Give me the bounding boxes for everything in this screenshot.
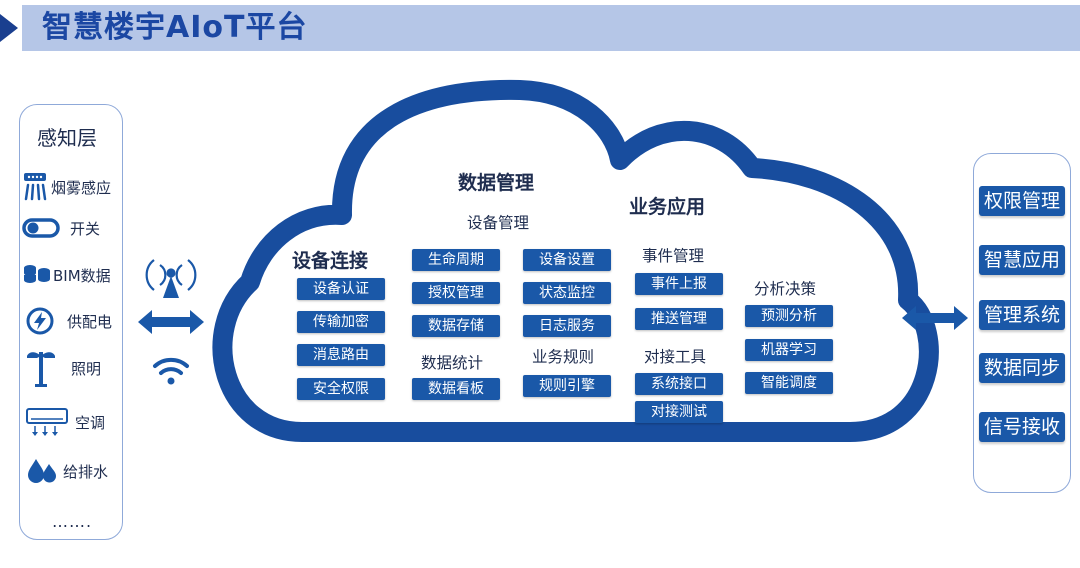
perception-item-smoke: 烟雾感应 [22, 171, 111, 203]
perception-more: ……. [52, 512, 93, 531]
perception-item-label: 开关 [70, 219, 101, 238]
perception-item-power: 供配电 [26, 307, 112, 335]
data-stats-title: 数据统计 [421, 354, 484, 372]
device-connect-title: 设备连接 [292, 250, 369, 272]
chip-data-dashboard: 数据看板 [412, 378, 500, 400]
header-diamond-icon [0, 14, 18, 42]
business-app-title: 业务应用 [629, 196, 706, 218]
header-bar [22, 5, 1080, 51]
chip-machine-learning: 机器学习 [745, 339, 833, 361]
chip-system-interface: 系统接口 [635, 373, 723, 395]
power-bolt-icon [26, 307, 54, 335]
chip-device-auth: 设备认证 [297, 278, 385, 300]
air-conditioner-icon [26, 408, 68, 436]
perception-item-label: 空调 [75, 413, 106, 432]
chip-transfer-encrypt: 传输加密 [297, 311, 385, 333]
chip-auth-manage: 授权管理 [412, 282, 500, 304]
biz-rules-title: 业务规则 [532, 348, 595, 366]
chip-security-permission: 安全权限 [297, 378, 385, 400]
perception-item-label: BIM数据 [53, 266, 111, 285]
chip-status-monitor: 状态监控 [523, 282, 611, 304]
perception-item-label: 供配电 [67, 312, 113, 331]
perception-item-label: 给排水 [63, 462, 109, 481]
chip-rule-engine: 规则引擎 [523, 375, 611, 397]
chip-smart-dispatch: 智能调度 [745, 372, 833, 394]
perception-item-label: 照明 [71, 359, 102, 378]
perception-item-switch: 开关 [22, 217, 100, 239]
perception-item-bim: BIM数据 [22, 263, 111, 287]
switch-toggle-icon [22, 218, 60, 238]
smoke-sensor-icon [24, 173, 47, 201]
analysis-decision-title: 分析决策 [754, 280, 817, 298]
antenna-signal-icon [145, 259, 197, 298]
chip-lifecycle: 生命周期 [412, 249, 500, 271]
perception-item-lighting: 照明 [24, 348, 101, 388]
right-item-signal-receive: 信号接收 [979, 412, 1065, 442]
chip-data-storage: 数据存储 [412, 315, 500, 337]
device-management-title: 设备管理 [467, 214, 530, 232]
chip-message-route: 消息路由 [297, 344, 385, 366]
chip-predictive-analysis: 预测分析 [745, 305, 833, 327]
chip-device-settings: 设备设置 [523, 249, 611, 271]
water-drops-icon [28, 459, 56, 483]
perception-item-label: 烟雾感应 [51, 178, 112, 197]
left-double-arrow [138, 310, 204, 334]
right-item-permission: 权限管理 [979, 186, 1065, 216]
right-item-data-sync: 数据同步 [979, 353, 1065, 383]
chip-event-report: 事件上报 [635, 273, 723, 295]
right-double-arrow [902, 306, 968, 330]
right-item-management: 管理系统 [979, 300, 1065, 330]
street-lamp-icon [27, 352, 55, 387]
bim-data-icon [24, 265, 50, 283]
wifi-icon [153, 357, 189, 385]
chip-push-manage: 推送管理 [635, 308, 723, 330]
perception-item-water: 给排水 [26, 456, 108, 486]
integration-tools-title: 对接工具 [644, 348, 707, 366]
event-management-title: 事件管理 [642, 247, 705, 265]
chip-log-service: 日志服务 [523, 315, 611, 337]
page-title: 智慧楼宇AIoT平台 [42, 10, 308, 45]
perception-layer-title: 感知层 [37, 126, 97, 150]
perception-item-ac: 空调 [25, 407, 105, 437]
chip-integration-test: 对接测试 [635, 401, 723, 423]
data-management-title: 数据管理 [458, 172, 535, 194]
right-item-smart-app: 智慧应用 [979, 245, 1065, 275]
